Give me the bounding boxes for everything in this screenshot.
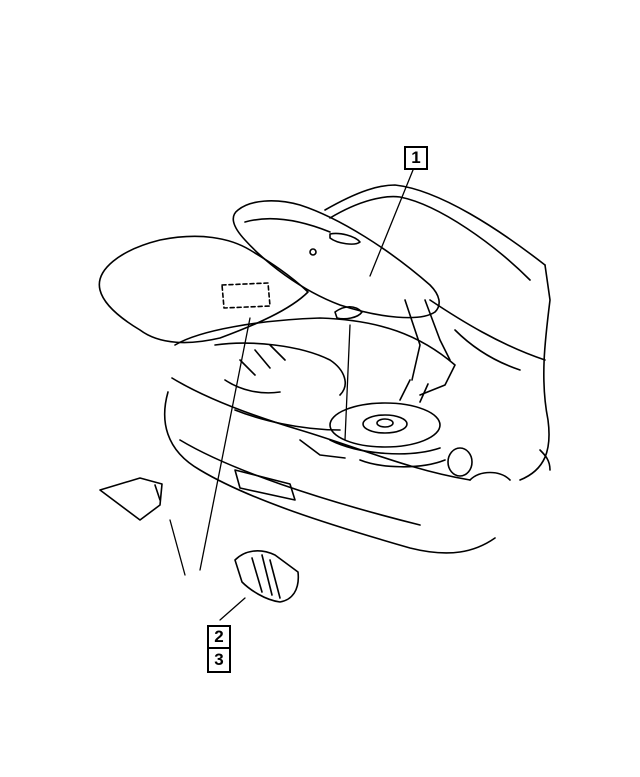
trunk-compartment: [174, 317, 456, 468]
cargo-bumper-block: [234, 550, 300, 603]
trunk-lid: [232, 200, 451, 381]
cover-label-area: [221, 282, 271, 309]
trunk-latch: [334, 305, 363, 320]
leader-lines: [169, 169, 414, 621]
car-body-outline: [324, 184, 551, 481]
trunk-floor-cover: [98, 235, 309, 344]
spare-tire: [329, 402, 441, 448]
rear-bumper: [163, 377, 496, 554]
callout-3: 3: [207, 649, 231, 673]
callout-1: 1: [404, 146, 428, 170]
trunk-lid-emblem: [329, 232, 361, 245]
callout-2: 2: [207, 625, 231, 649]
fuel-door: [447, 447, 473, 477]
floor-pad: [99, 477, 163, 521]
license-plate-recess: [234, 469, 296, 501]
